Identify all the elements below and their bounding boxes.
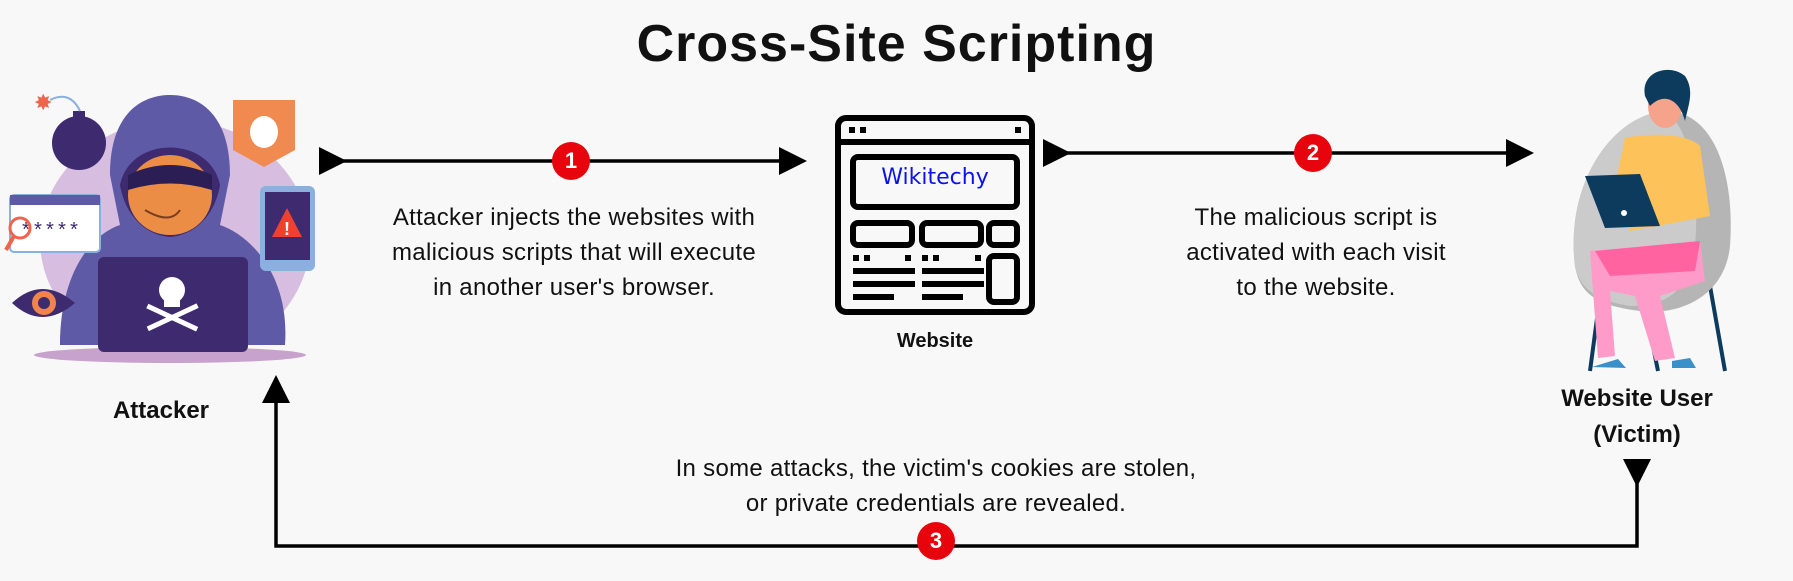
website-label: Website xyxy=(896,330,974,352)
eye-icon xyxy=(12,289,75,317)
step-2-description: The malicious script is activated with e… xyxy=(1116,200,1516,305)
text-line: or private credentials are revealed. xyxy=(745,490,1127,517)
warning-phone-icon: ! xyxy=(260,186,315,271)
step-3-badge: 3 xyxy=(917,522,955,560)
svg-text:!: ! xyxy=(284,219,290,239)
text-line: In some attacks, the victim's cookies ar… xyxy=(675,455,1197,482)
attacker-label: Attacker xyxy=(112,397,210,424)
laptop-icon xyxy=(1585,174,1660,228)
victim-illustration xyxy=(1573,69,1731,372)
victim-label-line: Website User xyxy=(1561,385,1713,412)
step-1-description: Attacker injects the websites with malic… xyxy=(374,200,774,305)
bug-shield-icon xyxy=(233,100,295,167)
text-line: in another user's browser. xyxy=(433,274,715,301)
website-brand-text: Wikitechy xyxy=(881,165,989,190)
text-line: activated with each visit xyxy=(1186,239,1446,266)
text-line: to the website. xyxy=(1236,274,1396,301)
page-title: Cross-Site Scripting xyxy=(636,15,1157,73)
attacker-illustration: ✸ ***** ! xyxy=(4,90,315,363)
arrow-victim-attacker xyxy=(262,375,1651,548)
victim-label-line: (Victim) xyxy=(1593,421,1681,448)
svg-text:✸: ✸ xyxy=(34,90,52,115)
text-line: Attacker injects the websites with xyxy=(392,204,756,231)
website-icon xyxy=(835,115,1035,315)
skull-crossbones-icon xyxy=(146,277,199,332)
step-3-description: In some attacks, the victim's cookies ar… xyxy=(636,451,1236,521)
victim-label: Website User (Victim) xyxy=(1522,381,1752,453)
bomb-icon xyxy=(52,116,106,170)
step-2-badge: 2 xyxy=(1294,134,1332,172)
svg-text:*****: ***** xyxy=(20,221,80,244)
text-line: malicious scripts that will execute xyxy=(392,239,756,266)
password-window-icon: ***** xyxy=(4,194,101,253)
step-1-badge: 1 xyxy=(552,142,590,180)
text-line: The malicious script is xyxy=(1194,204,1438,231)
